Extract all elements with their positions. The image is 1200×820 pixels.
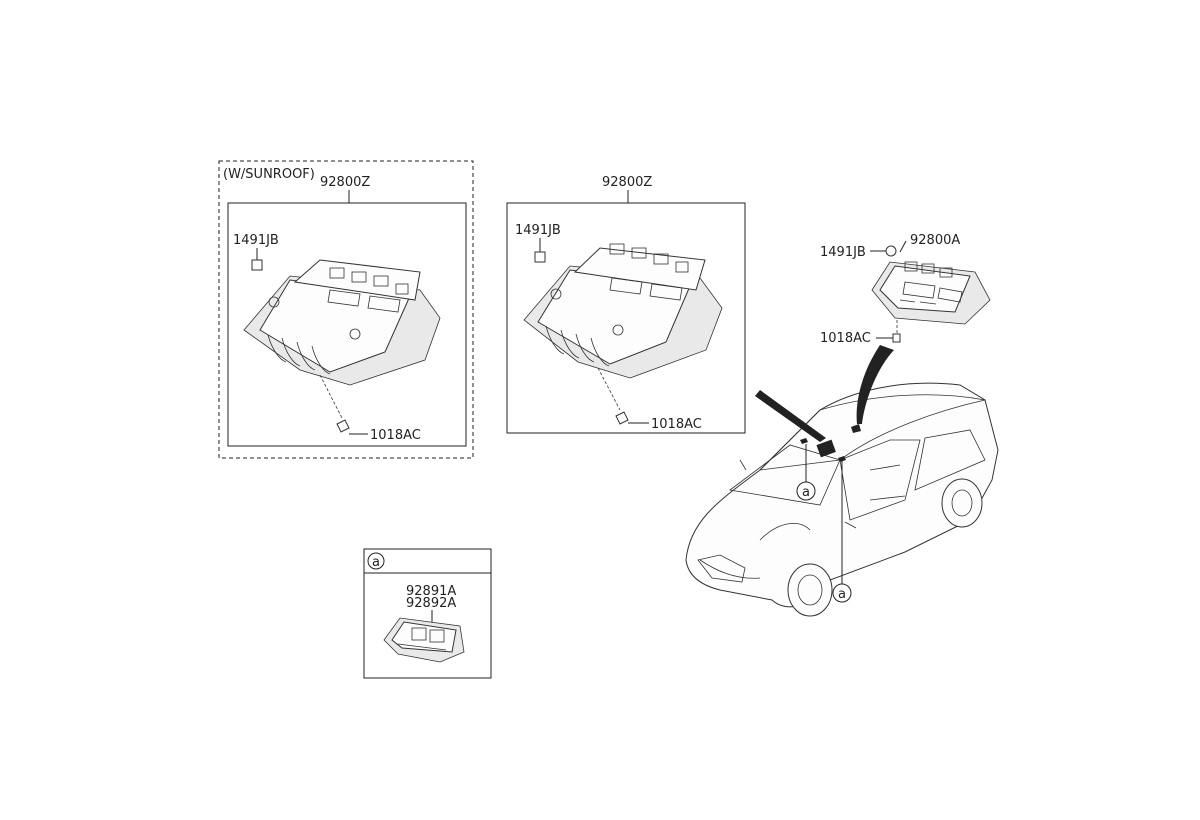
overhead-console-standard [523, 243, 723, 425]
sedan-illustration: a a [685, 345, 999, 617]
car-callout-1: a [802, 485, 810, 500]
car-callout-1-circle [796, 481, 816, 501]
sunroof-clip-part [251, 259, 263, 271]
sunroof-clip-label: 1491JB [233, 233, 279, 248]
panel-a-part-2: 92892A [406, 596, 456, 611]
standard-frame [506, 202, 746, 434]
panel-sunroof: (W/SUNROOF) 92800Z 1491JB 1018AC [218, 160, 474, 459]
basic-clip-label: 1491JB [820, 245, 866, 260]
panel-basic: 92800A 1491JB 1018AC [820, 233, 991, 346]
room-lamp-part [383, 617, 465, 663]
car-callout-2-circle [832, 583, 852, 603]
roof-map-lamp-marker [851, 424, 861, 433]
car-mirror [739, 459, 747, 471]
panel-a-badge: a [372, 555, 380, 570]
car-front-door-window [839, 439, 921, 521]
overhead-console-sunroof [243, 259, 441, 433]
sunroof-assembly-label: 92800Z [320, 175, 370, 190]
panel-a-part-1: 92891A [406, 584, 456, 599]
panel-a-badge-circle [367, 552, 385, 570]
basic-clip-part [885, 245, 897, 257]
standard-screw-part [615, 411, 629, 425]
standard-screw-label: 1018AC [651, 417, 702, 432]
car-rear-wheel [941, 478, 983, 528]
sunroof-inner-frame [227, 202, 467, 447]
sunroof-dashed-frame [218, 160, 474, 459]
car-front-wheel [787, 563, 833, 617]
basic-assembly-label: 92800A [910, 233, 960, 248]
car-callout-2: a [838, 587, 846, 602]
standard-clip-label: 1491JB [515, 223, 561, 238]
car-rear-window [914, 429, 986, 491]
sunroof-screw-label: 1018AC [370, 428, 421, 443]
basic-screw-label: 1018AC [820, 331, 871, 346]
sunroof-screw-part [336, 419, 350, 433]
basic-assembly-leader [899, 240, 907, 253]
standard-clip-part [534, 251, 546, 263]
pointer-wedge-left [755, 390, 826, 442]
basic-screw-part [892, 333, 901, 343]
sunroof-caption: (W/SUNROOF) [223, 167, 315, 182]
roof-lamp-marker [816, 439, 836, 458]
panel-standard: 92800Z 1491JB 1018AC [506, 175, 746, 434]
car-grille [697, 554, 746, 583]
panel-a: a 92891A 92892A [363, 548, 492, 679]
standard-assembly-label: 92800Z [602, 175, 652, 190]
panel-a-frame [363, 548, 492, 679]
pointer-wedge-right [856, 345, 894, 424]
map-lamp-basic [871, 261, 991, 325]
